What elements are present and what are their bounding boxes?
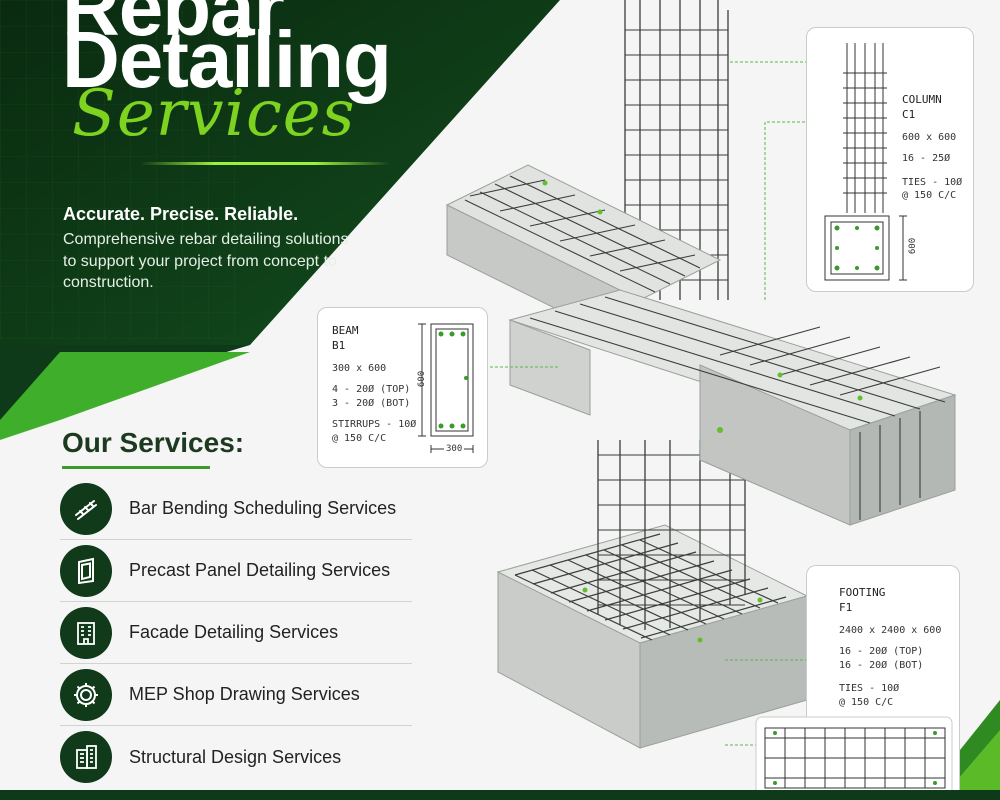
footing-id: F1 <box>839 600 853 614</box>
beam-cross-end <box>849 394 956 526</box>
column-size: 600 x 600 <box>902 131 957 143</box>
footing-mesh <box>514 533 787 641</box>
footing-title: FOOTING <box>839 586 886 599</box>
service-item-bar-bending: Bar Bending Scheduling Services <box>60 478 412 540</box>
beam-id: B1 <box>332 338 346 352</box>
hero-title-script: Services <box>72 77 356 151</box>
hero-title-line2: Detailing <box>62 15 392 104</box>
column-ties-spacing: @ 150 C/C <box>902 190 957 202</box>
precast-panel-icon <box>60 544 112 597</box>
column-bars: 16 - 25Ø <box>902 153 951 165</box>
service-label: Precast Panel Detailing Services <box>129 560 391 580</box>
column-id: C1 <box>902 107 916 121</box>
service-item-facade: Facade Detailing Services <box>60 602 412 664</box>
service-label: Facade Detailing Services <box>129 622 339 642</box>
service-list: Bar Bending Scheduling Services Precast … <box>60 478 412 788</box>
service-item-precast: Precast Panel Detailing Services <box>60 540 412 602</box>
footing-bottom-bars: 16 - 20Ø (BOT) <box>839 659 924 671</box>
column-detail-card: COLUMN C1 600 x 600 16 - 25Ø TIES - 10Ø … <box>806 27 974 292</box>
services-heading: Our Services: <box>62 427 245 458</box>
beam-dim-height: 600 <box>417 370 428 388</box>
hero-title-line1: Rebar <box>62 0 285 52</box>
column-dim-label: 600 <box>908 237 919 255</box>
building-icon <box>60 731 112 783</box>
beam-left-mesh <box>464 175 701 293</box>
facade-building-icon <box>60 606 112 659</box>
column-ties: TIES - 10Ø <box>902 176 963 188</box>
title-glow-underline <box>140 162 390 165</box>
beam-size: 300 x 600 <box>332 362 387 374</box>
hero-description: Comprehensive rebar detailing solutions … <box>63 231 349 292</box>
footing-size: 2400 x 2400 x 600 <box>839 624 942 636</box>
service-label: Bar Bending Scheduling Services <box>129 498 397 518</box>
beam-cross-mesh <box>529 296 946 520</box>
rebar-bars-icon <box>60 482 112 535</box>
service-item-structural: Structural Design Services <box>60 726 412 788</box>
bottom-strip <box>0 790 1000 800</box>
column-elevation-drawing <box>824 43 907 281</box>
footing-top-bars: 16 - 20Ø (TOP) <box>839 646 924 658</box>
beam-stirrups: STIRRUPS - 10Ø <box>332 419 417 431</box>
beam-dim-width: 300 <box>444 444 465 454</box>
column-title: COLUMN <box>902 93 942 106</box>
beam-top-bars: 4 - 20Ø (TOP) <box>332 384 411 396</box>
services-heading-underline <box>62 466 210 469</box>
footing-section-drawing <box>755 716 953 798</box>
beam-bottom-bars: 3 - 20Ø (BOT) <box>332 397 411 409</box>
footing-ties: TIES - 10Ø <box>839 683 900 695</box>
service-label: MEP Shop Drawing Services <box>129 684 360 704</box>
beam-detail-card: BEAM B1 300 x 600 4 - 20Ø (TOP) 3 - 20Ø … <box>317 307 488 468</box>
beam-stirrups-spacing: @ 150 C/C <box>332 432 387 444</box>
gear-icon <box>60 668 112 721</box>
beam-title: BEAM <box>332 324 359 337</box>
green-highlights <box>542 180 863 643</box>
service-label: Structural Design Services <box>129 746 342 767</box>
service-item-mep: MEP Shop Drawing Services <box>60 664 412 726</box>
tagline: Accurate. Precise. Reliable. <box>63 204 299 224</box>
footing-ties-spacing: @ 150 C/C <box>839 696 894 708</box>
leader-lines <box>485 61 806 746</box>
